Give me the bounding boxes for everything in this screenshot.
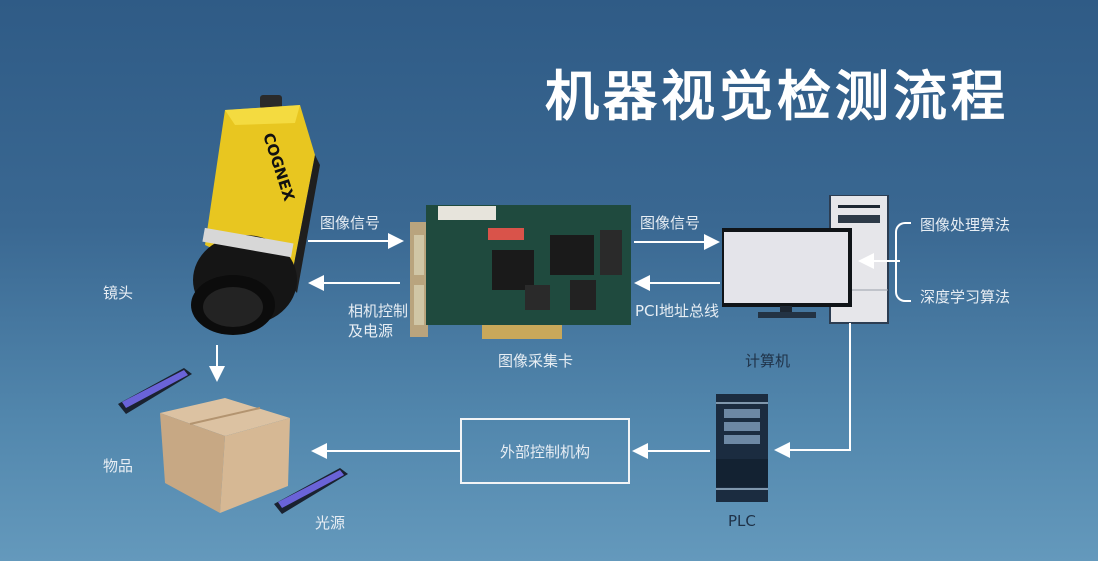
plc xyxy=(716,394,768,502)
computer xyxy=(720,194,892,325)
camera: COGNEX xyxy=(185,95,330,340)
plc-label: PLC xyxy=(728,512,756,530)
computer-label: 计算机 xyxy=(745,352,791,370)
light-source-2 xyxy=(268,466,350,518)
capture-card xyxy=(410,200,632,340)
brace-connector xyxy=(870,260,900,262)
arrow-card-to-computer xyxy=(634,241,706,243)
pci-card-icon xyxy=(410,205,631,339)
algorithm-item: 深度学习算法 xyxy=(920,288,1011,306)
arrow-head-left xyxy=(634,275,650,291)
capture-card-label: 图像采集卡 xyxy=(498,352,574,370)
cardboard-box-icon xyxy=(160,398,290,513)
object-box xyxy=(160,398,295,513)
computer-icon xyxy=(720,194,889,324)
arrow-camera-to-card xyxy=(308,240,392,242)
computer-to-plc-line-h xyxy=(784,449,851,451)
external-control-label: 外部控制机构 xyxy=(499,442,590,461)
image-signal-label-2: 图像信号 xyxy=(640,214,701,232)
light-source-1 xyxy=(112,366,194,418)
camera-icon: COGNEX xyxy=(191,95,320,335)
arrow-head-left xyxy=(308,275,324,291)
plc-icon xyxy=(716,394,768,502)
lens-label: 镜头 xyxy=(103,284,134,302)
image-signal-label-1: 图像信号 xyxy=(320,214,381,232)
page-title: 机器视觉检测流程 xyxy=(545,65,1009,128)
brace xyxy=(895,222,911,302)
camera-to-object-line xyxy=(216,345,218,369)
arrow-head-left xyxy=(311,443,327,459)
external-control-box: 外部控制机构 xyxy=(460,418,630,484)
camera-control-label: 相机控制 xyxy=(348,302,409,320)
arrow-computer-to-card xyxy=(648,282,720,284)
computer-to-plc-line xyxy=(849,323,851,451)
light-bar-icon xyxy=(118,368,192,414)
arrow-head-left xyxy=(774,442,790,458)
pci-bus-label: PCI地址总线 xyxy=(635,302,719,320)
arrow-head-right xyxy=(704,234,720,250)
arrow-head-down xyxy=(209,366,225,382)
algorithm-item: 图像处理算法 xyxy=(920,216,1011,234)
plc-to-external-line xyxy=(640,450,710,452)
arrow-head-right xyxy=(388,233,404,249)
arrow-head-left xyxy=(858,253,874,269)
external-to-object-line xyxy=(325,450,460,452)
arrow-head-left xyxy=(632,443,648,459)
light-bar-icon xyxy=(274,468,348,514)
light-source-label: 光源 xyxy=(315,514,346,532)
power-label: 及电源 xyxy=(348,322,394,340)
arrow-card-to-camera xyxy=(322,282,400,284)
object-label: 物品 xyxy=(103,457,134,475)
